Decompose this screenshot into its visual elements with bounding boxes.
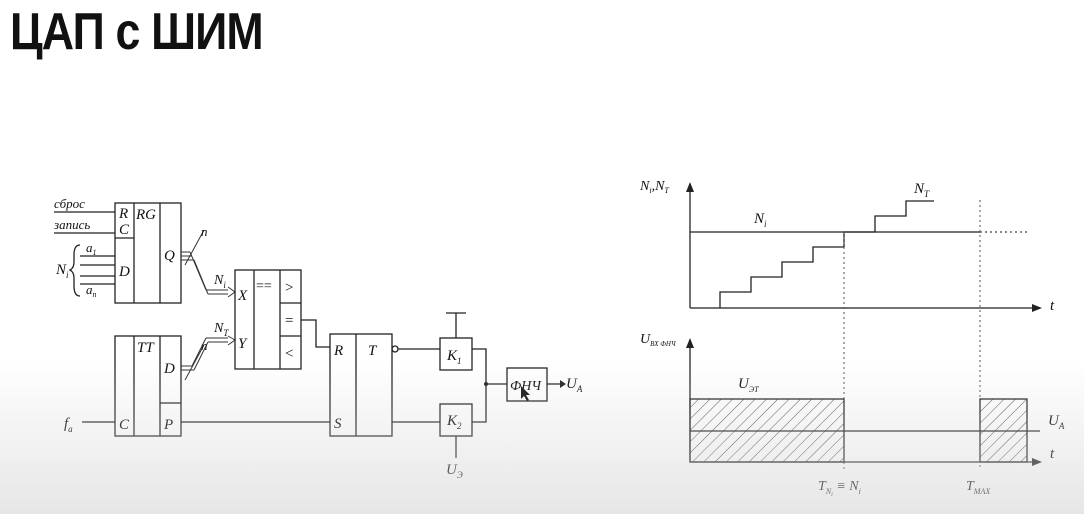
- tick-tni: TNi ≡ Ni: [818, 479, 861, 498]
- comparator-nt-label: NT: [213, 321, 229, 338]
- a1-input-label: a1: [86, 240, 97, 257]
- reset-input-label: сброс: [54, 196, 85, 211]
- svg-text:==: ==: [256, 279, 272, 294]
- svg-text:K2: K2: [446, 413, 462, 431]
- bus-n-bottom: n: [201, 338, 208, 353]
- svg-text:S: S: [334, 416, 342, 432]
- svg-text:RG: RG: [135, 207, 156, 223]
- bottom-y-axis-label: UВХ ФНЧ: [640, 332, 677, 348]
- svg-text:R: R: [118, 206, 128, 222]
- key-k1: K1: [439, 312, 473, 371]
- svg-text:C: C: [119, 417, 130, 433]
- ue-label: UЭ: [446, 462, 463, 480]
- top-x-axis-label: t: [1050, 298, 1055, 314]
- graph-ni-nt: Ni,NT t Ni NT: [639, 179, 1055, 470]
- graph-filter-input: UВХ ФНЧ t UЭТ UA TNi ≡ Ni TMAX: [640, 332, 1065, 498]
- ua-output-label: UA: [566, 376, 583, 394]
- slide-title: ЦАП с ШИМ: [10, 3, 264, 61]
- svg-text:P: P: [163, 417, 173, 433]
- comparator: X Y == > = <: [234, 269, 302, 370]
- svg-text:K1: K1: [446, 348, 462, 366]
- tt-register: TT D C P: [114, 335, 182, 437]
- bus-n-top: n: [201, 224, 208, 239]
- ua-level-label: UA: [1048, 413, 1065, 431]
- svg-text:Q: Q: [164, 248, 175, 264]
- ni-level-label: Ni: [753, 211, 767, 229]
- svg-text:T: T: [368, 343, 378, 359]
- svg-text:<: <: [285, 346, 293, 362]
- nt-staircase: [719, 200, 934, 308]
- rg-register: R C RG D Q: [114, 202, 182, 304]
- svg-text:=: =: [285, 313, 293, 329]
- an-input-label: an: [86, 282, 97, 299]
- svg-text:>: >: [285, 280, 293, 296]
- lowpass-filter: ФНЧ: [506, 367, 548, 402]
- svg-text:X: X: [237, 288, 248, 304]
- svg-text:TT: TT: [137, 340, 155, 356]
- ni-input-label: Ni: [55, 262, 69, 280]
- write-input-label: запись: [53, 217, 90, 232]
- tick-tmax: TMAX: [966, 479, 991, 496]
- svg-text:R: R: [333, 343, 343, 359]
- bottom-x-axis-label: t: [1050, 446, 1055, 462]
- rs-trigger: R T S: [329, 333, 399, 437]
- fa-input-label: fa: [64, 416, 73, 434]
- svg-text:D: D: [163, 361, 175, 377]
- svg-text:D: D: [118, 264, 130, 280]
- top-y-axis-label: Ni,NT: [639, 179, 669, 195]
- key-k2: K2: [439, 403, 473, 458]
- svg-text:C: C: [119, 222, 130, 238]
- circuit-diagram: сброс запись Ni a1 an R C RG D Q: [53, 196, 583, 480]
- svg-text:Y: Y: [238, 336, 248, 352]
- nt-staircase-label: NT: [913, 181, 930, 199]
- uet-label: UЭТ: [738, 376, 759, 394]
- comparator-ni-label: Ni: [213, 273, 226, 290]
